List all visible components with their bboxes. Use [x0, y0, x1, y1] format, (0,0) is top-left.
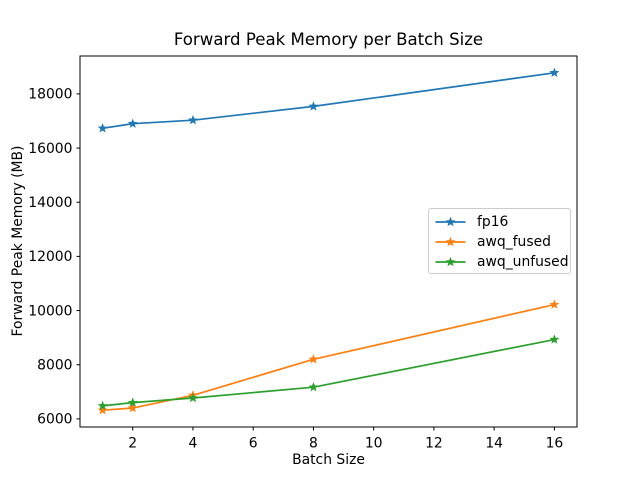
legend-label: awq_unfused: [477, 254, 569, 270]
legend-label: fp16: [477, 214, 509, 230]
legend-marker: [445, 236, 456, 247]
legend-item-awq-unfused: awq_unfused: [435, 252, 570, 272]
legend-label: awq_fused: [477, 234, 551, 250]
legend-item-awq-fused: awq_fused: [435, 232, 570, 252]
legend-swatch-line-star-icon: [435, 236, 466, 247]
x-tick-label: 8: [309, 436, 318, 452]
chart-marker-fp16: [127, 118, 138, 128]
legend-swatch-line-star-icon: [435, 216, 466, 227]
y-tick-label: 6000: [37, 412, 72, 428]
x-tick-label: 6: [249, 436, 258, 452]
chart-marker-awq_fused: [127, 402, 138, 413]
x-axis-label: Batch Size: [292, 452, 365, 468]
chart-marker-fp16: [97, 123, 108, 133]
chart-line-fp16: [101, 71, 556, 130]
legend-marker: [445, 256, 456, 267]
y-tick-label: 8000: [37, 358, 72, 374]
x-tick-label: 16: [546, 436, 564, 452]
x-tick-label: 4: [189, 436, 198, 452]
chart-title: Forward Peak Memory per Batch Size: [173, 30, 484, 49]
x-tick-label: 2: [128, 436, 137, 452]
legend-swatch-line-star-icon: [435, 256, 466, 267]
x-tick-label: 10: [365, 436, 383, 452]
chart-marker-fp16: [188, 114, 198, 125]
chart-marker-awq_unfused: [549, 334, 560, 344]
chart-line-awq_fused: [101, 303, 556, 412]
chart-marker-fp16: [549, 67, 560, 77]
chart-marker-awq_fused: [97, 405, 108, 415]
legend-marker: [445, 216, 456, 227]
chart-marker-awq_unfused: [97, 400, 108, 411]
x-tick-label: 12: [425, 436, 443, 452]
y-tick-label: 18000: [28, 87, 72, 103]
chart-marker-awq_unfused: [127, 397, 138, 407]
plot-frame: [79, 55, 578, 428]
y-tick-label: 10000: [28, 303, 72, 319]
legend-item-fp16: fp16: [435, 212, 570, 232]
chart-marker-awq_unfused: [308, 381, 319, 392]
y-tick-label: 12000: [28, 249, 72, 265]
chart-line-awq_unfused: [101, 338, 556, 407]
legend: fp16 awq_fused awq_unfused: [428, 208, 571, 274]
chart-marker-awq_unfused: [188, 392, 198, 403]
x-tick-label: 14: [485, 436, 503, 452]
chart-marker-awq_fused: [308, 354, 319, 364]
chart-marker-awq_fused: [549, 299, 560, 309]
y-tick-label: 14000: [28, 195, 72, 211]
chart-marker-fp16: [308, 101, 319, 111]
y-tick-label: 16000: [28, 141, 72, 157]
